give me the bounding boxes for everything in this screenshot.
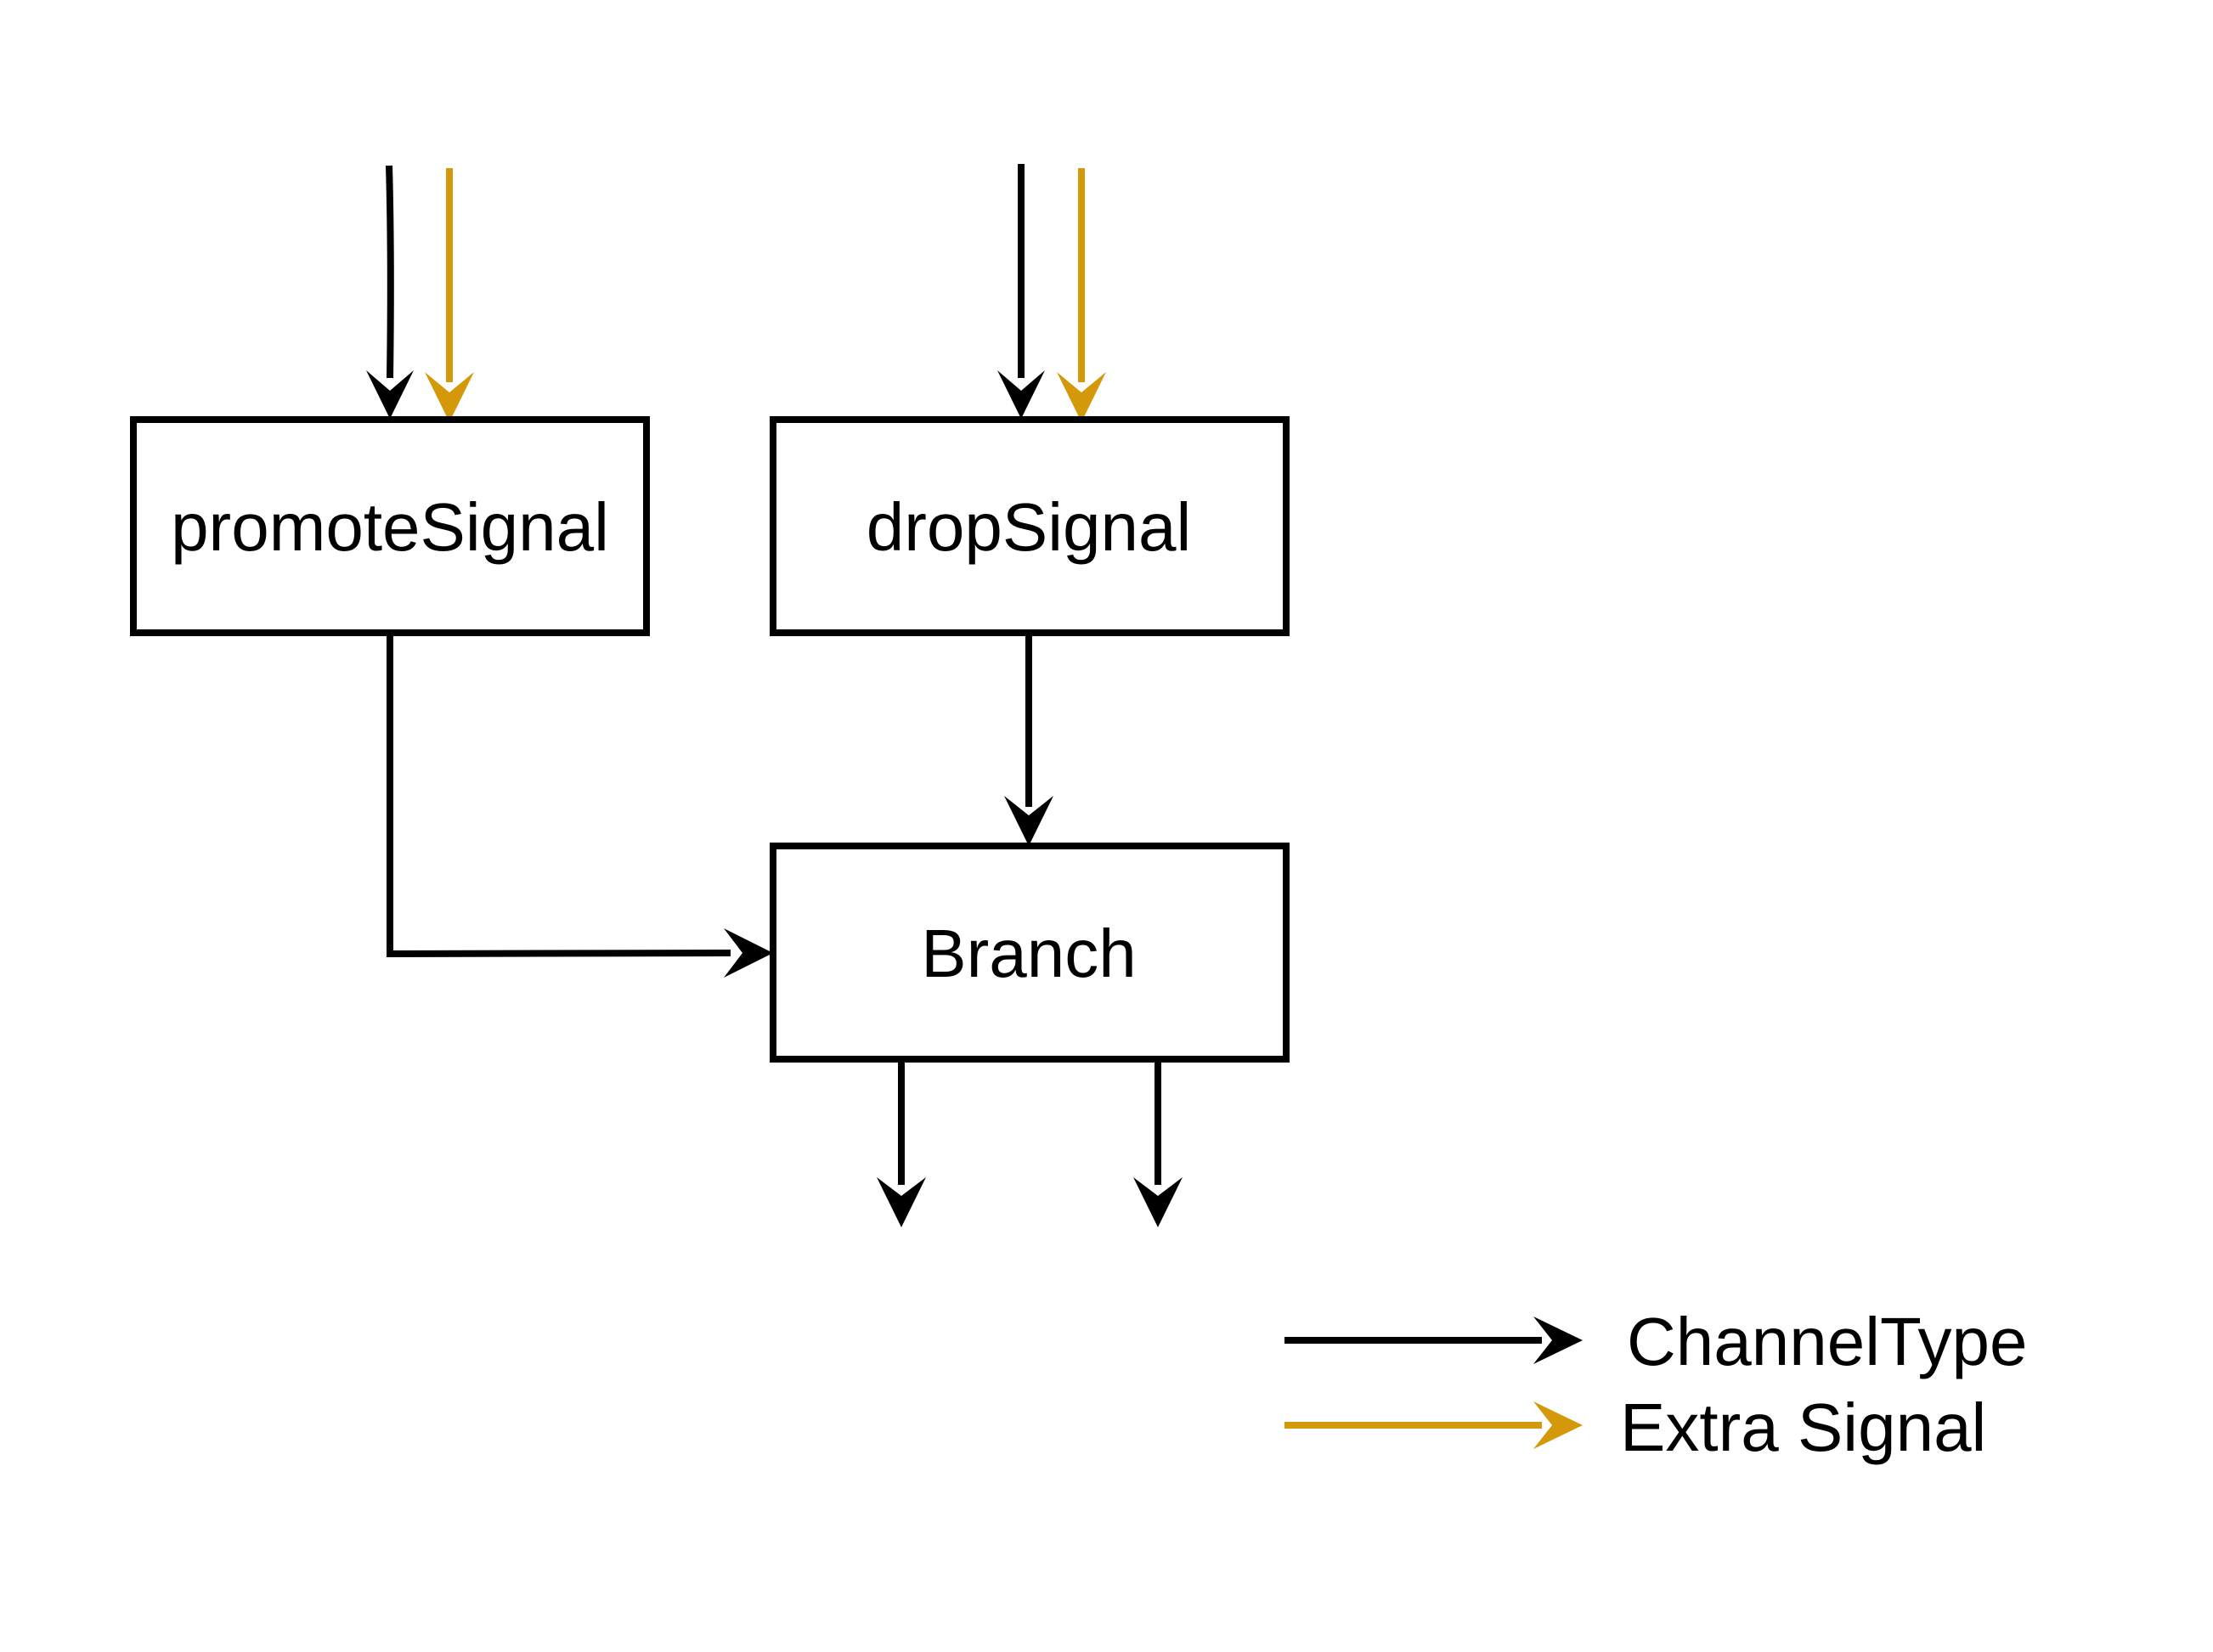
legend-extra-signal-label: Extra Signal [1620, 1390, 1986, 1465]
drop-to-branch-arrow [1004, 633, 1053, 846]
promote-signal-node: promoteSignal [130, 416, 650, 636]
legend-channel-arrowhead [1533, 1317, 1583, 1364]
legend-item-channel-type: ChannelType [1284, 1304, 2027, 1379]
drop-signal-label: dropSignal [867, 489, 1192, 565]
drop-signal-node: dropSignal [770, 416, 1290, 636]
drop-extra-input-arrow [1057, 168, 1106, 422]
promote-signal-label: promoteSignal [171, 489, 609, 565]
legend: ChannelType Extra Signal [1284, 1304, 2027, 1465]
branch-output-arrow-left [877, 1059, 926, 1227]
promote-to-branch-arrow [387, 633, 773, 978]
promote-extra-input-arrow [425, 168, 474, 422]
promote-channel-input-arrow [366, 165, 414, 419]
legend-item-extra-signal: Extra Signal [1284, 1390, 1986, 1465]
legend-extra-arrowhead [1533, 1401, 1583, 1449]
branch-node: Branch [770, 843, 1290, 1063]
drop-channel-input-arrow [997, 164, 1045, 419]
branch-label: Branch [921, 916, 1136, 991]
legend-channel-type-label: ChannelType [1627, 1304, 2027, 1379]
branch-output-arrow-right [1133, 1059, 1183, 1227]
